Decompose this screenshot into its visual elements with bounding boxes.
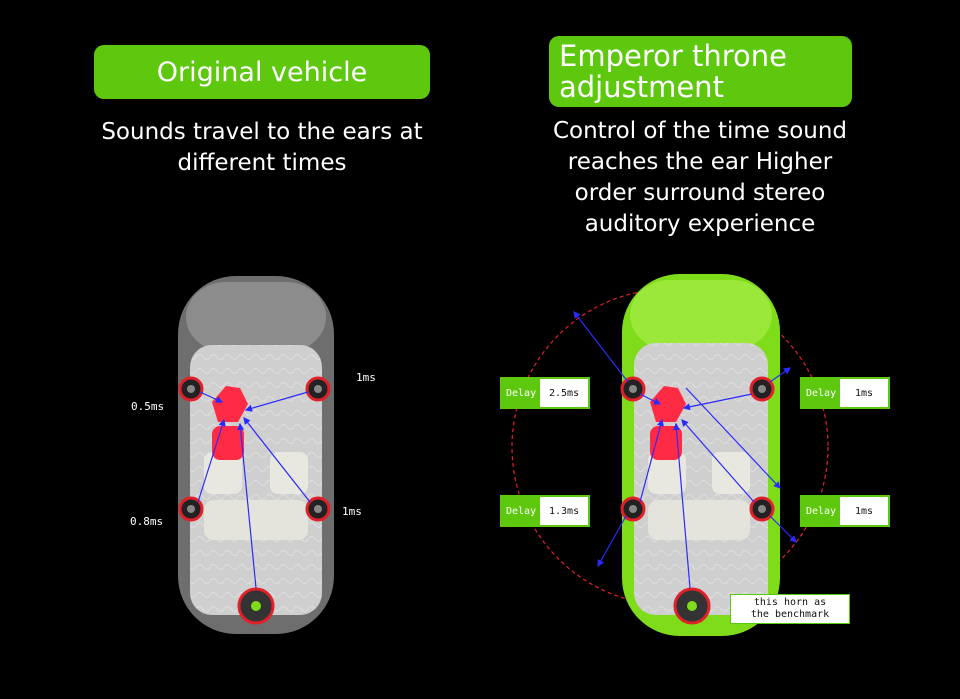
delay-rear-left: Delay 1.3ms: [500, 495, 590, 527]
delay-front-left-value: 2.5ms: [549, 387, 580, 399]
speaker-rear-right-right: [749, 496, 775, 522]
original-car: [178, 276, 334, 634]
speaker-front-right: [305, 376, 331, 402]
delay-front-left: Delay 2.5ms: [500, 377, 590, 409]
benchmark-note-line2: the benchmark: [750, 609, 830, 620]
speaker-front-left: [178, 376, 204, 402]
driver-head-shape-right: [650, 386, 686, 422]
driver-head-shape: [212, 386, 248, 422]
emperor-throne-title-line1: Emperor throne: [559, 38, 787, 73]
delay-rear-right: Delay 1ms: [800, 495, 890, 527]
label-rear-left-ms: 0.8ms: [130, 515, 164, 528]
speaker-rear-center-right: [673, 587, 711, 625]
original-vehicle-title: Original vehicle: [94, 45, 430, 99]
original-vehicle-title-text: Original vehicle: [156, 56, 368, 88]
right-caption-line2: reaches the ear Higher: [567, 149, 833, 175]
delay-rear-right-label: Delay: [802, 497, 841, 525]
right-caption: Control of the time sound reaches the ea…: [510, 116, 890, 240]
adjusted-car: [511, 274, 829, 636]
delay-front-right-value: 1ms: [855, 387, 874, 399]
label-rear-right-ms: 1ms: [342, 505, 362, 518]
emperor-throne-title: Emperor throne adjustment: [549, 36, 852, 107]
speaker-rear-left: [178, 496, 204, 522]
left-caption: Sounds travel to the ears at different t…: [70, 117, 454, 179]
emperor-throne-title-line2: adjustment: [559, 69, 724, 104]
label-front-left-ms: 0.5ms: [131, 400, 165, 413]
speaker-rear-right: [305, 496, 331, 522]
delay-rear-right-value: 1ms: [855, 505, 874, 517]
speaker-rear-left-right: [620, 496, 646, 522]
right-caption-line3: order surround stereo: [574, 180, 826, 206]
delay-front-right-label: Delay: [802, 379, 841, 407]
speaker-front-left-right: [620, 376, 646, 402]
delay-front-right: Delay 1ms: [800, 377, 890, 409]
left-caption-line1: Sounds travel to the ears at: [101, 119, 423, 145]
right-caption-line1: Control of the time sound: [552, 118, 848, 144]
label-front-right-ms: 1ms: [356, 371, 376, 384]
speaker-front-right-right: [749, 376, 775, 402]
speaker-rear-center: [237, 587, 275, 625]
delay-front-left-label: Delay: [502, 379, 541, 407]
delay-rear-left-label: Delay: [502, 497, 541, 525]
right-caption-line4: auditory experience: [584, 211, 816, 237]
benchmark-note: this horn as the benchmark: [730, 594, 850, 624]
delay-rear-left-value: 1.3ms: [549, 505, 580, 517]
left-caption-line2: different times: [177, 150, 347, 176]
benchmark-note-line1: this horn as: [753, 597, 827, 608]
